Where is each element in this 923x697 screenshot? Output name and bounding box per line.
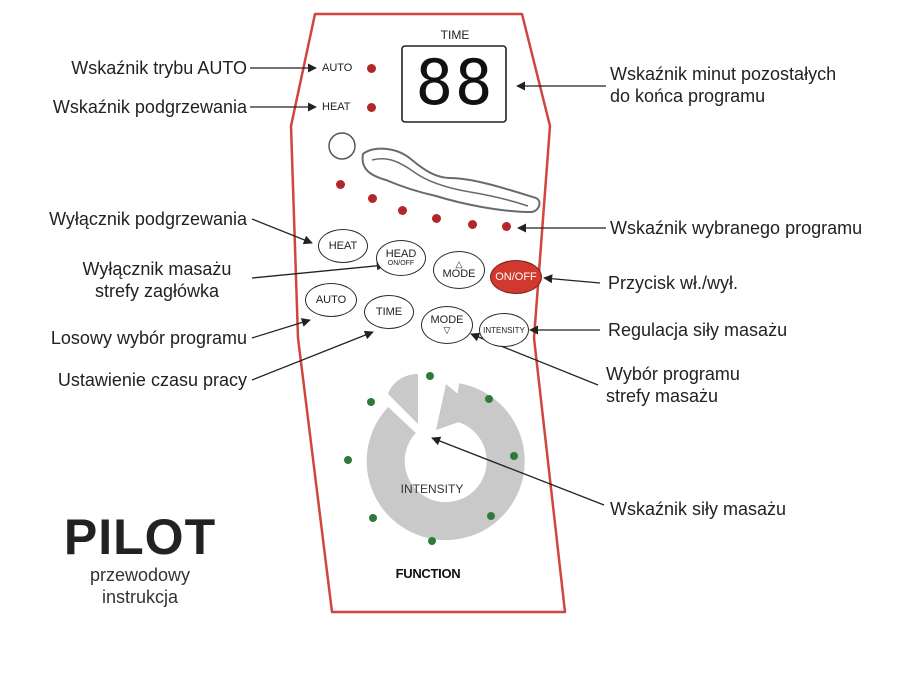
intensity-dial-label: INTENSITY [400,482,464,496]
label-head-massage-switch-line2: strefy zagłówka [94,281,220,301]
time-display-value: 88 [415,46,495,119]
label-minutes-remaining-line2: do końca programu [610,86,766,106]
triangle-up-icon: △ [455,259,463,269]
heat-indicator-led [367,103,376,112]
intensity-led-1 [426,372,434,380]
heat-indicator-label: HEAT [322,101,351,113]
auto-button[interactable]: AUTO [305,283,357,317]
subtitle-line1: przewodowy [89,565,191,585]
heat-button-label: HEAT [328,239,358,252]
label-zone-program: Wybór programu strefy masażu [606,363,740,407]
label-massage-strength: Regulacja siły masażu [608,320,788,340]
label-minutes-remaining: Wskaźnik minut pozostałych do końca prog… [610,63,836,107]
program-led-3 [398,206,407,215]
time-button[interactable]: TIME [364,295,414,329]
label-power-button: Przycisk wł./wył. [608,273,738,293]
label-zone-program-line1: Wybór programu [606,364,740,384]
head-button-sublabel: ON/OFF [387,259,415,267]
function-label: FUNCTION [395,566,461,581]
label-minutes-remaining-line1: Wskaźnik minut pozostałych [610,64,837,84]
mode-up-button[interactable]: △ MODE [433,251,485,289]
head-button-label: HEAD [385,247,417,260]
intensity-led-3 [510,452,518,460]
label-head-massage-switch: Wyłącznik masażu strefy zagłówka [50,258,264,302]
page-title: PILOT [63,509,217,565]
label-auto-mode-indicator: Wskaźnik trybu AUTO [71,58,247,78]
auto-indicator-led [367,64,376,73]
program-led-2 [368,194,377,203]
intensity-led-7 [344,456,352,464]
intensity-dial-icon [366,374,525,541]
label-work-time-setting: Ustawienie czasu pracy [57,370,247,390]
mode-down-label: MODE [430,314,464,326]
label-random-program: Losowy wybór programu [50,328,247,348]
label-head-massage-switch-line1: Wyłącznik masażu [82,259,232,279]
body-head-icon [328,132,356,160]
mode-down-button[interactable]: MODE ▽ [421,306,473,344]
auto-button-label: AUTO [315,293,347,306]
intensity-led-4 [487,512,495,520]
time-button-label: TIME [375,305,403,318]
intensity-led-6 [369,514,377,522]
program-led-5 [468,220,477,229]
body-inner-line [371,158,529,207]
intensity-led-2 [485,395,493,403]
program-led-4 [432,214,441,223]
intensity-button[interactable]: INTENSITY [479,313,529,347]
label-heating-indicator: Wskaźnik podgrzewania [52,97,247,117]
onoff-button-label: ON/OFF [495,270,537,283]
program-led-1 [336,180,345,189]
subtitle-line2: instrukcja [101,587,179,607]
time-display [401,45,507,123]
label-zone-program-line2: strefy masażu [606,386,719,406]
intensity-led-8 [367,398,375,406]
mode-up-label: MODE [442,268,476,280]
intensity-led-5 [428,537,436,545]
auto-indicator-label: AUTO [322,62,353,74]
head-onoff-button[interactable]: HEAD ON/OFF [376,240,426,276]
heat-button[interactable]: HEAT [318,229,368,263]
intensity-button-label: INTENSITY [483,325,525,335]
label-heating-switch: Wyłącznik podgrzewania [49,209,247,229]
triangle-down-icon: ▽ [443,325,451,335]
onoff-button[interactable]: ON/OFF [490,260,542,294]
label-selected-program: Wskaźnik wybranego programu [610,218,863,238]
label-massage-strength-indicator: Wskaźnik siły masażu [610,499,787,519]
program-led-6 [502,222,511,231]
time-label: TIME [440,28,470,42]
